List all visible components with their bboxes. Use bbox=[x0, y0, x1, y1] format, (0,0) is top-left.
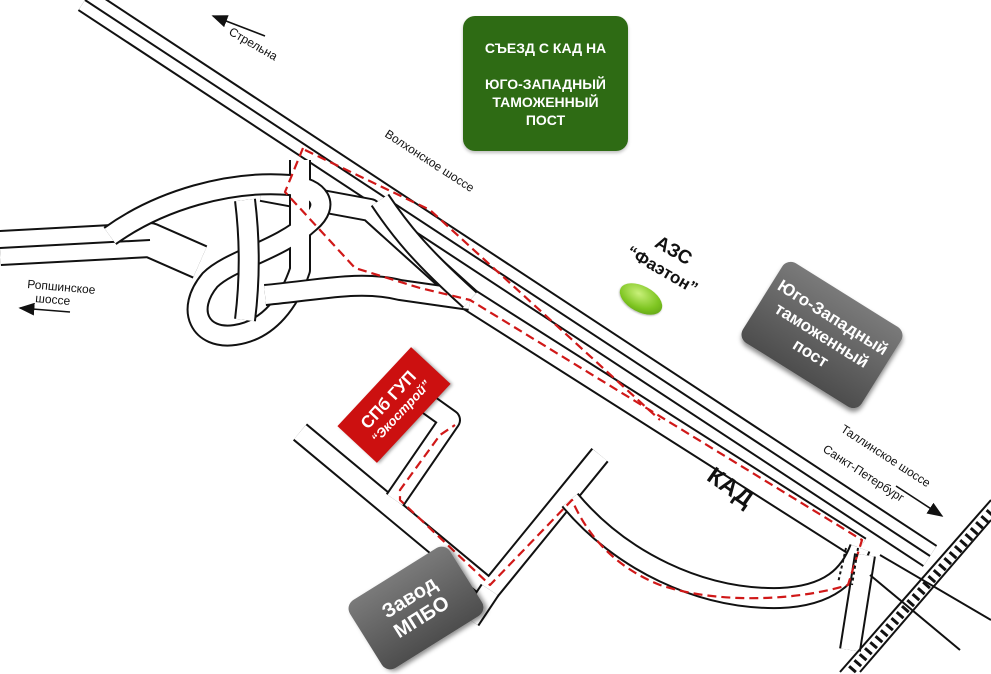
title-line-1: СЪЕЗД С КАД НА bbox=[484, 40, 607, 56]
title-line-3: ТАМОЖЕННЫЙ bbox=[492, 94, 599, 110]
interchange-loops bbox=[103, 160, 478, 347]
title-line-4: ПОСТ bbox=[525, 112, 566, 128]
ropshinskoe-road bbox=[0, 222, 208, 279]
title-line-2: ЮГО-ЗАПАДНЫЙ bbox=[485, 76, 606, 92]
arrow-right-icon bbox=[895, 485, 944, 517]
arrow-left-icon bbox=[211, 15, 266, 37]
title-box: СЪЕЗД С КАД НА ЮГО-ЗАПАДНЫЙ ТАМОЖЕННЫЙ П… bbox=[463, 16, 628, 151]
volkhonskoe-highway bbox=[77, 0, 938, 567]
arrow-left-icon bbox=[18, 302, 71, 316]
strelna-label: Стрельна bbox=[227, 24, 281, 63]
route-path bbox=[283, 147, 864, 600]
ropshinskoe-label-2: шоссе bbox=[35, 291, 71, 308]
ropshinskoe-label-1: Ропшинское bbox=[27, 277, 97, 297]
railway-icon bbox=[839, 499, 991, 674]
